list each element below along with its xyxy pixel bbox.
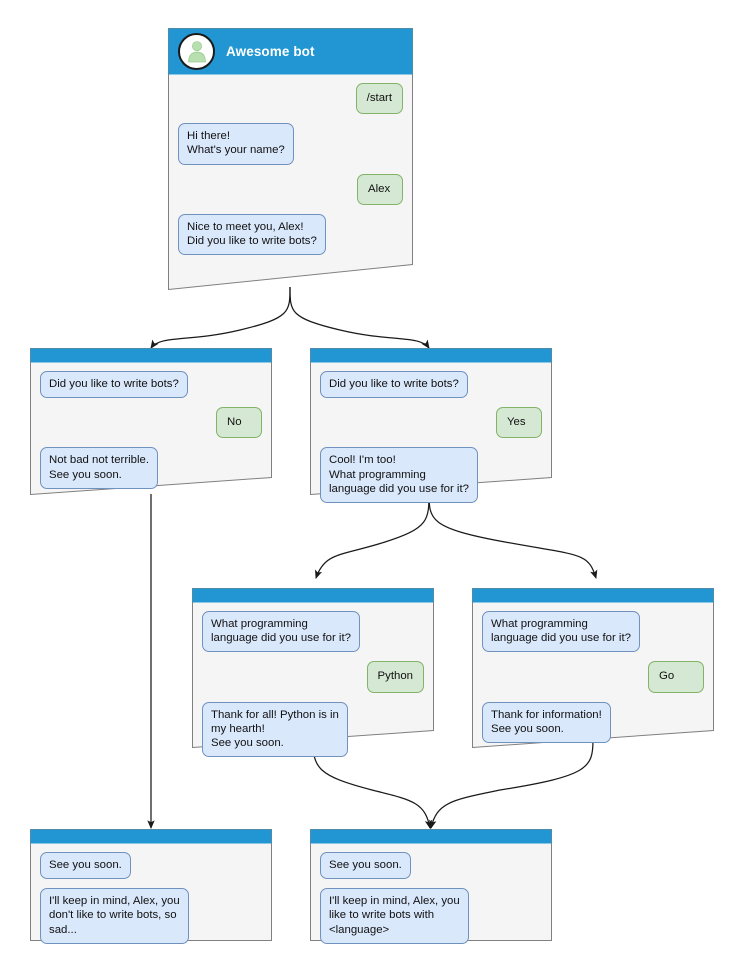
edge-root-to-no: [150, 286, 291, 349]
bot-message-bubble: See you soon.: [40, 852, 131, 880]
message-row: See you soon.: [320, 852, 542, 880]
edge-root-to-yes: [289, 286, 430, 349]
bot-message-bubble: Hi there! What's your name?: [178, 123, 294, 165]
message-row: Did you like to write bots?: [320, 371, 542, 399]
user-message-bubble: Go: [648, 661, 704, 693]
node-root-header: Awesome bot: [168, 28, 413, 74]
user-message-bubble: Alex: [357, 173, 403, 205]
bot-message-bubble: Cool! I'm too! What programming language…: [320, 447, 478, 504]
message-row: Did you like to write bots?: [40, 371, 262, 399]
user-avatar-icon: [178, 32, 215, 70]
node-end-no[interactable]: See you soon. I'll keep in mind, Alex, y…: [30, 829, 272, 944]
node-end-no-header: [30, 829, 272, 843]
node-python-branch-chat: What programming language did you use fo…: [192, 602, 434, 758]
node-end-yes-chat: See you soon. I'll keep in mind, Alex, y…: [310, 843, 552, 944]
bot-message-bubble: I'll keep in mind, Alex, you like to wri…: [320, 888, 469, 944]
user-message-bubble: No: [216, 407, 262, 439]
message-row: Cool! I'm too! What programming language…: [320, 447, 542, 504]
user-message-bubble: Python: [366, 661, 424, 693]
message-row: Not bad not terrible. See you soon.: [40, 447, 262, 489]
bot-message-bubble: Not bad not terrible. See you soon.: [40, 447, 159, 489]
edge-yes-to-python: [314, 491, 430, 579]
node-no-branch-chat: Did you like to write bots? No Not bad n…: [30, 362, 272, 489]
user-message-bubble: Yes: [496, 407, 542, 439]
node-root-title: Awesome bot: [226, 43, 315, 59]
message-row: /start: [178, 83, 403, 115]
bot-message-bubble: Did you like to write bots?: [320, 371, 468, 399]
message-row: Nice to meet you, Alex! Did you like to …: [178, 213, 403, 256]
node-yes-branch-chat: Did you like to write bots? Yes Cool! I'…: [310, 362, 552, 504]
node-python-branch[interactable]: What programming language did you use fo…: [192, 588, 434, 758]
node-yes-branch[interactable]: Did you like to write bots? Yes Cool! I'…: [310, 348, 552, 504]
message-row: See you soon.: [40, 852, 262, 880]
message-row: Thank for information! See you soon.: [482, 701, 704, 744]
node-no-branch[interactable]: Did you like to write bots? No Not bad n…: [30, 348, 272, 495]
node-no-branch-header: [30, 348, 272, 362]
message-row: Yes: [320, 407, 542, 439]
message-row: Python: [202, 661, 424, 693]
bot-message-bubble: What programming language did you use fo…: [202, 611, 360, 653]
node-go-branch-chat: What programming language did you use fo…: [472, 602, 714, 744]
bot-message-bubble: Thank for all! Python is in my hearth! S…: [202, 701, 348, 758]
message-row: Thank for all! Python is in my hearth! S…: [202, 701, 424, 758]
edge-yes-to-go: [428, 491, 598, 579]
node-end-yes[interactable]: See you soon. I'll keep in mind, Alex, y…: [310, 829, 552, 944]
message-row: Hi there! What's your name?: [178, 123, 403, 165]
edge-go-to-end: [429, 739, 594, 829]
message-row: What programming language did you use fo…: [202, 611, 424, 653]
node-python-branch-header: [192, 588, 434, 602]
bot-message-bubble: Thank for information! See you soon.: [482, 701, 611, 744]
message-row: I'll keep in mind, Alex, you like to wri…: [320, 888, 542, 944]
user-message-bubble: /start: [355, 83, 403, 115]
node-go-branch-header: [472, 588, 714, 602]
message-row: I'll keep in mind, Alex, you don't like …: [40, 888, 262, 944]
message-row: What programming language did you use fo…: [482, 611, 704, 653]
node-root-chat: /start Hi there! What's your name? Alex …: [168, 74, 413, 256]
message-row: No: [40, 407, 262, 439]
node-end-no-chat: See you soon. I'll keep in mind, Alex, y…: [30, 843, 272, 944]
node-go-branch[interactable]: What programming language did you use fo…: [472, 588, 714, 748]
message-row: Alex: [178, 173, 403, 205]
message-row: Go: [482, 661, 704, 693]
node-root[interactable]: Awesome bot /start Hi there! What's your…: [168, 28, 413, 290]
bot-message-bubble: See you soon.: [320, 852, 411, 880]
node-end-yes-header: [310, 829, 552, 843]
bot-message-bubble: What programming language did you use fo…: [482, 611, 640, 653]
bot-message-bubble: I'll keep in mind, Alex, you don't like …: [40, 888, 189, 944]
node-yes-branch-header: [310, 348, 552, 362]
bot-message-bubble: Nice to meet you, Alex! Did you like to …: [178, 213, 326, 256]
bot-message-bubble: Did you like to write bots?: [40, 371, 188, 399]
